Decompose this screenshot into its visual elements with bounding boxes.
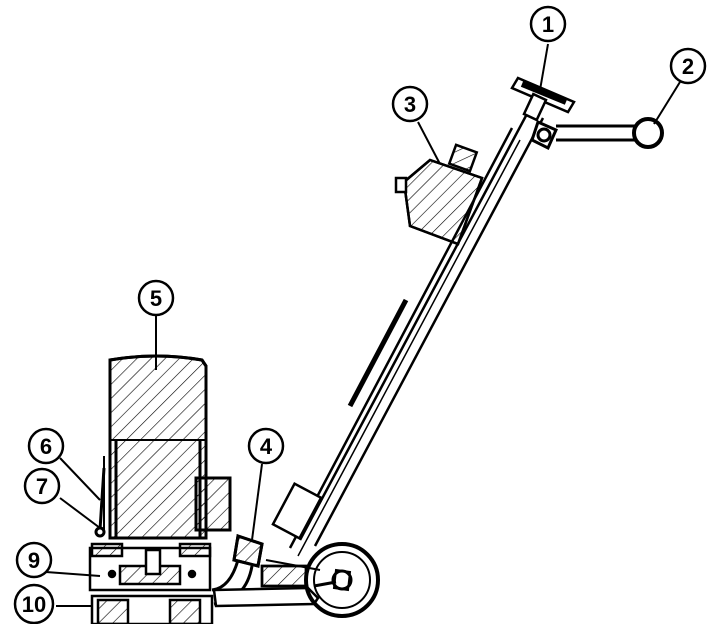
callout-5: 5 — [137, 279, 175, 317]
callout-4: 4 — [247, 427, 285, 465]
svg-text:3: 3 — [404, 92, 416, 117]
callout-7: 7 — [23, 467, 61, 505]
chassis — [212, 481, 323, 608]
svg-text:6: 6 — [40, 434, 52, 459]
callout-10: 10 — [13, 583, 55, 624]
svg-text:7: 7 — [36, 474, 48, 499]
svg-text:5: 5 — [150, 286, 162, 311]
lever — [94, 467, 106, 538]
motor-housing — [103, 354, 232, 540]
side-handle — [530, 117, 664, 151]
callout-1: 1 — [529, 5, 567, 43]
callout-3: 3 — [391, 85, 429, 123]
callout-2: 2 — [669, 47, 707, 85]
callout-6: 6 — [27, 427, 65, 465]
leader-lines — [45, 43, 681, 577]
svg-text:9: 9 — [28, 548, 40, 573]
wheel — [304, 542, 380, 618]
callout-9: 9 — [15, 541, 53, 579]
control-box — [394, 143, 484, 246]
svg-text:1: 1 — [542, 12, 554, 37]
svg-text:4: 4 — [260, 434, 273, 459]
base-plate — [56, 542, 214, 624]
handle-grip — [510, 76, 576, 122]
svg-text:2: 2 — [682, 54, 694, 79]
svg-text:10: 10 — [22, 592, 46, 617]
